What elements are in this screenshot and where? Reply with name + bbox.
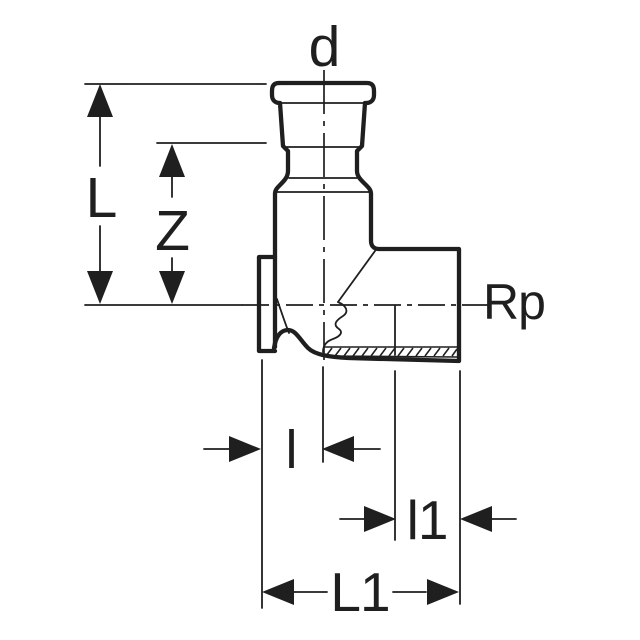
arrow-left-icon xyxy=(322,436,354,462)
arrow-left-icon xyxy=(262,579,294,605)
fitting-outline-right xyxy=(271,80,462,364)
dim-label-Z: Z xyxy=(155,199,189,263)
flange-outline xyxy=(256,254,278,354)
arrow-up-icon xyxy=(159,144,185,177)
arrow-right-icon xyxy=(364,506,396,532)
arrow-right-icon xyxy=(229,436,261,462)
elbow-inner-edge xyxy=(276,298,290,334)
extension-lines xyxy=(84,83,461,609)
fitting-body xyxy=(256,80,462,364)
dim-label-L: L xyxy=(86,166,117,230)
dimension-l: l xyxy=(203,420,381,480)
dimension-Z: Z xyxy=(155,144,190,304)
fitting-outline-left xyxy=(269,80,291,350)
arrow-down-icon xyxy=(159,271,185,304)
detail-edges xyxy=(275,102,396,356)
dim-label-d: d xyxy=(309,15,340,79)
arrow-right-icon xyxy=(427,579,459,605)
dimension-L1: L1 xyxy=(262,561,459,623)
dimension-L: L xyxy=(86,84,117,304)
dimension-l1: l1 xyxy=(339,489,517,551)
centerlines xyxy=(242,70,491,360)
thread-hatch xyxy=(320,346,459,358)
arrow-down-icon xyxy=(87,271,113,304)
dim-label-L1: L1 xyxy=(330,561,389,623)
dim-label-l1: l1 xyxy=(407,489,448,551)
dim-label-Rp: Rp xyxy=(483,274,545,330)
section-break-line xyxy=(322,301,348,353)
arrow-up-icon xyxy=(87,84,113,117)
dim-label-l: l xyxy=(286,420,297,480)
arrow-left-icon xyxy=(460,506,492,532)
transition-diagonal-edge xyxy=(337,250,376,303)
